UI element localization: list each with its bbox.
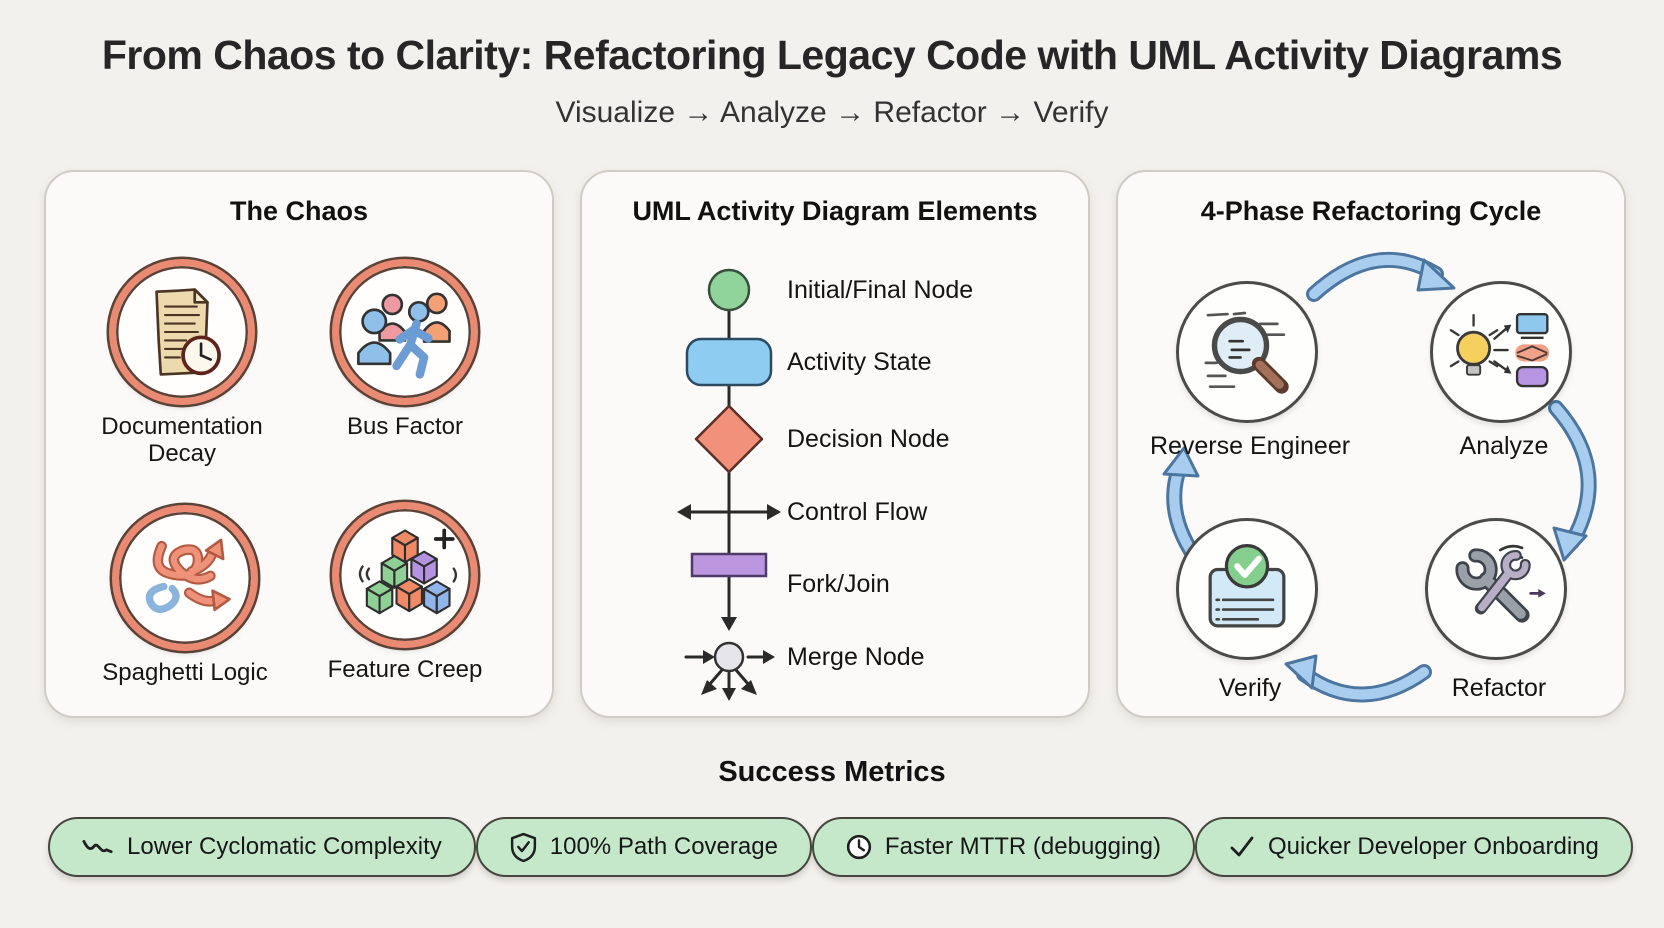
badge-faster-mttr: Faster MTTR (debugging) bbox=[811, 817, 1196, 877]
chaos-item-bus-factor: Bus Factor bbox=[293, 259, 517, 441]
badge-developer-onboarding: Quicker Developer Onboarding bbox=[1195, 817, 1633, 877]
document-clock-icon bbox=[155, 288, 221, 376]
uml-element-label: Control Flow bbox=[787, 498, 928, 526]
checklist-check-icon bbox=[1208, 544, 1286, 628]
chaos-item-label: Spaghetti Logic bbox=[102, 659, 268, 686]
arrowheads bbox=[677, 504, 781, 701]
uml-element-label: Fork/Join bbox=[787, 570, 890, 598]
phase-label-refactor: Refactor bbox=[1451, 674, 1547, 702]
checkmark-icon bbox=[1230, 836, 1254, 857]
badge-label: Quicker Developer Onboarding bbox=[1268, 833, 1599, 860]
chaos-item-label: Feature Creep bbox=[327, 656, 483, 683]
activity-state-symbol bbox=[685, 337, 773, 387]
uml-element-label: Merge Node bbox=[787, 643, 925, 671]
phase-label-reverse-engineer: Reverse Engineer bbox=[1149, 432, 1351, 460]
chaos-item-feature-creep: Feature Creep bbox=[293, 502, 517, 684]
phase-circle-verify bbox=[1176, 518, 1318, 660]
metrics-title: Success Metrics bbox=[718, 756, 946, 788]
fork-join-symbol bbox=[690, 552, 768, 578]
initial-final-node-symbol bbox=[707, 268, 751, 312]
tangled-arrows-icon bbox=[145, 538, 231, 613]
phase-label-verify: Verify bbox=[1218, 674, 1282, 702]
phase-circle-analyze bbox=[1430, 281, 1572, 423]
cycle-arrowheads bbox=[1162, 258, 1588, 690]
merge-node-symbol bbox=[713, 641, 745, 673]
panel-chaos: The Chaos Documentation Decay bbox=[44, 170, 554, 718]
panel-cycle: 4-Phase Refactoring Cycle bbox=[1116, 170, 1626, 718]
badge-label: Faster MTTR (debugging) bbox=[884, 833, 1162, 860]
people-leaving-icon bbox=[357, 292, 451, 379]
clock-icon bbox=[846, 834, 872, 860]
badge-label: Lower Cyclomatic Complexity bbox=[127, 833, 442, 860]
chaos-circle bbox=[109, 259, 255, 405]
page-title: From Chaos to Clarity: Refactoring Legac… bbox=[101, 32, 1563, 78]
chaos-item-label: Bus Factor bbox=[346, 413, 464, 440]
chaos-circle bbox=[332, 502, 478, 648]
metrics-badge-row: Lower Cyclomatic Complexity 100% Path Co… bbox=[48, 817, 1633, 877]
cycle-panel-title: 4-Phase Refactoring Cycle bbox=[1200, 196, 1542, 226]
phase-circle-refactor bbox=[1425, 518, 1567, 660]
chaos-item-documentation-decay: Documentation Decay bbox=[70, 259, 294, 468]
uml-panel-title: UML Activity Diagram Elements bbox=[632, 196, 1038, 226]
chaos-panel-title: The Chaos bbox=[229, 196, 369, 226]
decision-node-symbol bbox=[694, 404, 764, 474]
page-subtitle: Visualize → Analyze → Refactor → Verify bbox=[555, 96, 1109, 129]
magnifier-code-icon bbox=[1204, 311, 1289, 394]
uml-symbol-chain bbox=[677, 268, 781, 701]
chaos-item-label: Documentation Decay bbox=[101, 413, 263, 467]
lightbulb-flowchart-icon bbox=[1449, 313, 1550, 388]
uml-element-label: Decision Node bbox=[787, 425, 950, 453]
badge-label: 100% Path Coverage bbox=[549, 833, 778, 860]
uml-element-label: Initial/Final Node bbox=[787, 276, 974, 304]
shield-check-icon bbox=[510, 832, 536, 862]
chaos-circle bbox=[332, 259, 478, 405]
panel-uml: UML Activity Diagram Elements bbox=[580, 170, 1090, 718]
chaos-item-spaghetti-logic: Spaghetti Logic bbox=[73, 505, 297, 687]
crossed-wrenches-icon bbox=[1455, 544, 1546, 623]
phase-circle-reverse-engineer bbox=[1176, 281, 1318, 423]
chaos-circle bbox=[112, 505, 258, 651]
phase-label-analyze: Analyze bbox=[1459, 432, 1549, 460]
stacked-cubes-plus-icon bbox=[358, 528, 458, 615]
badge-path-coverage: 100% Path Coverage bbox=[475, 817, 812, 877]
uml-element-label: Activity State bbox=[787, 348, 932, 376]
downward-squiggle-icon bbox=[82, 839, 113, 854]
badge-lower-cyclomatic-complexity: Lower Cyclomatic Complexity bbox=[48, 817, 476, 877]
